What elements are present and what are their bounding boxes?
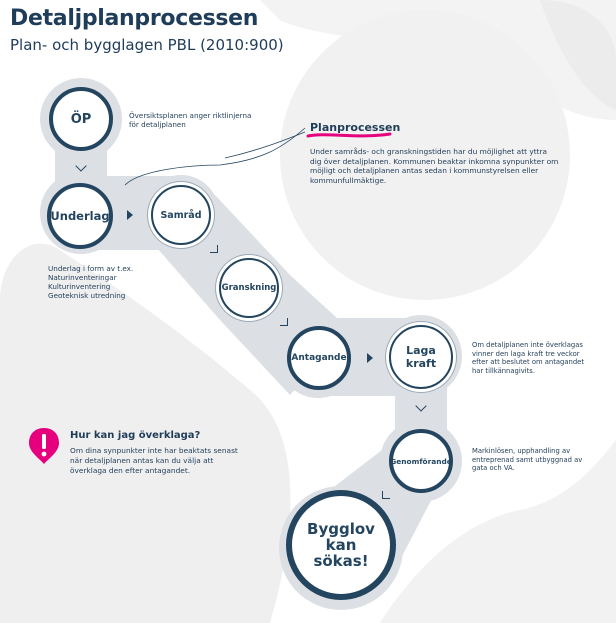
note-genomforande: Markinlösen, upphandling av entreprenad … [472,447,583,472]
step-underlag-label: Underlag [50,209,110,223]
overklaga-text: Om dina synpunkter inte har beaktats sen… [70,446,238,475]
step-genomforande-label: Genomförande [390,456,452,466]
step-op-label: ÖP [70,111,92,127]
corner-arrow-icon [210,245,218,253]
step-samrad: Samråd [151,185,211,245]
planprocessen-title: Planprocessen [310,121,401,134]
note-laga-kraft: Om detaljplanen inte överklagas vinner d… [472,341,585,375]
step-genomforande: Genomförande [389,429,453,493]
arrow-right-icon [127,210,133,220]
planprocessen-text: Under samråds- och granskningstiden har … [310,147,559,185]
page-subtitle: Plan- och bygglagen PBL (2010:900) [10,36,284,54]
step-antagande: Antagande [287,326,351,390]
step-op: ÖP [49,87,113,151]
highlight-underline [306,132,392,138]
step-samrad-label: Samråd [160,209,202,221]
note-op: Översiktsplanen anger riktlinjerna för d… [129,111,252,129]
page-title: Detaljplanprocessen [10,6,259,31]
step-antagande-label: Antagande [291,353,347,363]
overklaga-title: Hur kan jag överklaga? [70,430,201,441]
step-granskning: Granskning [219,258,279,318]
arrow-right-icon [367,353,373,363]
corner-arrow-icon [382,491,390,499]
note-underlag: Underlag i form av t.ex. Naturinventerin… [48,264,134,300]
step-underlag: Underlag [47,183,113,249]
step-laga-kraft: Laga kraft [389,325,453,389]
corner-arrow-icon [280,318,288,326]
step-bygglov: Bygglov kan sökas! [286,490,396,600]
exclamation-icon [29,428,59,464]
step-granskning-label: Granskning [221,283,277,293]
